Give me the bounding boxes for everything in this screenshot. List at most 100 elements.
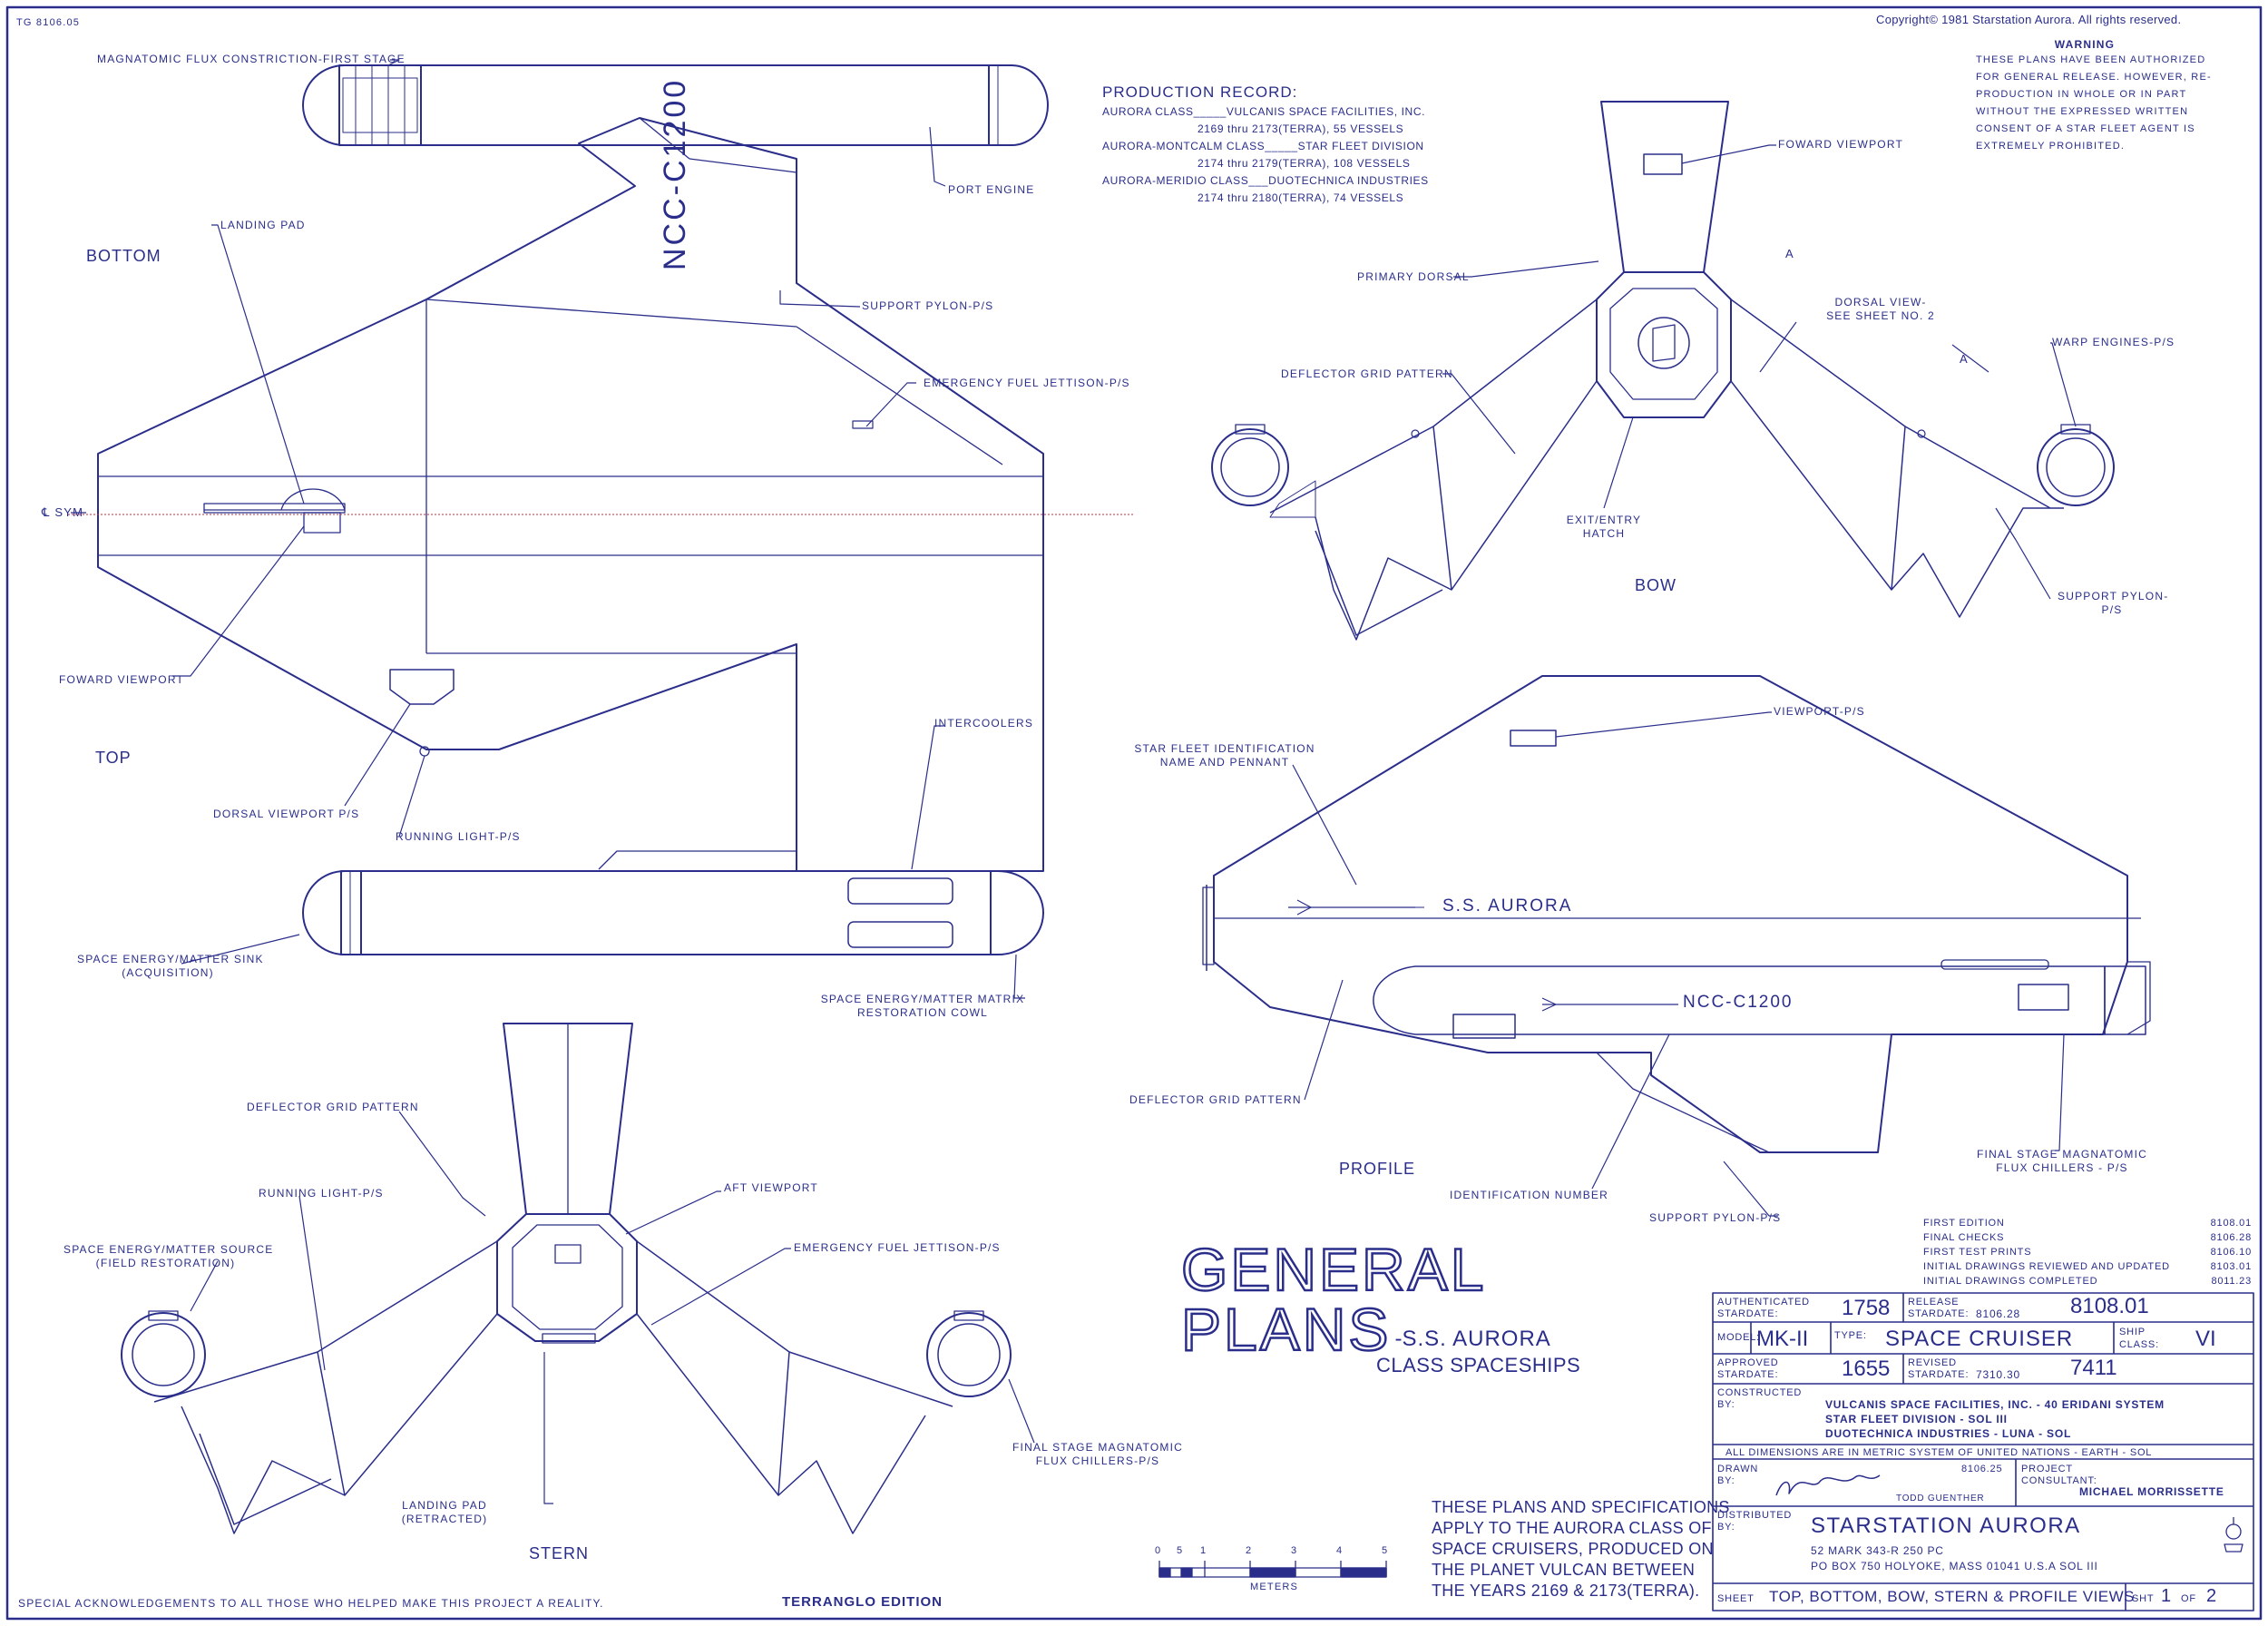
tb-consultant-label: CONSULTANT: — [2021, 1475, 2097, 1486]
label-foward-viewport: FOWARD VIEWPORT — [59, 673, 184, 686]
scale-tick: 5 — [1177, 1545, 1184, 1556]
revision-label: FIRST TEST PRINTS — [1923, 1247, 2032, 1258]
warning-line: CONSENT OF A STAR FLEET AGENT IS — [1976, 123, 2195, 134]
label-exit-hatch-line1: EXIT/ENTRY — [1566, 514, 1642, 526]
label-centerline-sym: ℄ SYM — [42, 505, 84, 519]
tb-type-label: TYPE: — [1834, 1330, 1867, 1341]
label-stern-landing-pad-line2: (RETRACTED) — [401, 1513, 488, 1525]
warning-line: PRODUCTION IN WHOLE OR IN PART — [1976, 89, 2187, 100]
warning-line: FOR GENERAL RELEASE. HOWEVER, RE- — [1976, 72, 2212, 83]
tb-distributed-by-label: BY: — [1717, 1522, 1735, 1533]
port-engine-nacelle — [302, 64, 1049, 146]
tb-release-label: RELEASE — [1908, 1297, 1960, 1308]
tb-sheet-value: TOP, BOTTOM, BOW, STERN & PROFILE VIEWS — [1769, 1588, 2136, 1605]
revision-value: 8106.28 — [2210, 1232, 2252, 1243]
warning-block: WARNING THESE PLANS HAVE BEEN AUTHORIZED… — [1976, 38, 2212, 155]
scale-tick: 5 — [1382, 1545, 1389, 1556]
tb-drawn-stardate: 8106.25 — [1961, 1464, 2003, 1474]
starstation-emblem-icon — [2224, 1517, 2244, 1553]
tb-address1: 52 MARK 343-R 250 PC — [1811, 1544, 1944, 1557]
tb-release-stardate-label: STARDATE: — [1908, 1308, 1970, 1319]
label-flux-first-stage: MAGNATOMIC FLUX CONSTRICTION-FIRST STAGE — [97, 53, 406, 65]
label-bow-support-pylon: SUPPORT PYLON- P/S — [2058, 590, 2169, 617]
label-viewport-ps: VIEWPORT-P/S — [1774, 705, 1865, 718]
scale-tick: 2 — [1246, 1545, 1253, 1556]
scale-tick: 0 — [1155, 1545, 1162, 1556]
label-energy-sink: SPACE ENERGY/MATTER SINK (ACQUISITION) — [77, 953, 263, 980]
tb-address2: PO BOX 750 HOLYOKE, MASS 01041 U.S.A SOL… — [1811, 1560, 2098, 1572]
drawn-by-signature — [1775, 1474, 1881, 1496]
general-plans-suffix: S.S. AURORA — [1402, 1327, 1551, 1351]
warning-line: EXTREMELY PROHIBITED. — [1976, 141, 2126, 152]
specs-note-line: THE YEARS 2169 & 2173(TERRA). — [1432, 1582, 1700, 1600]
label-emergency-fuel: EMERGENCY FUEL JETTISON-P/S — [924, 377, 1130, 389]
scale-tick: 3 — [1291, 1545, 1298, 1556]
edition: TERRANGLO EDITION — [782, 1594, 943, 1610]
stern-view — [121, 1023, 1012, 1534]
tb-revised-value: 7411 — [2070, 1356, 2117, 1380]
hull-name-profile: S.S. AURORA — [1442, 896, 1573, 916]
label-energy-source-line1: SPACE ENERGY/MATTER SOURCE — [64, 1243, 274, 1256]
label-profile-flux-line1: FINAL STAGE MAGNATOMIC — [1977, 1148, 2147, 1161]
label-energy-source: SPACE ENERGY/MATTER SOURCE (FIELD RESTOR… — [64, 1243, 274, 1270]
tb-model-label: MODEL: — [1717, 1332, 1760, 1343]
label-bow-support-pylon-line1: SUPPORT PYLON- — [2058, 590, 2169, 602]
bow-view — [1211, 101, 2115, 641]
primary-hull-top — [68, 117, 1134, 872]
scale-unit: METERS — [1250, 1582, 1299, 1592]
tb-constructor: STAR FLEET DIVISION - SOL III — [1825, 1413, 2008, 1425]
label-exit-hatch: EXIT/ENTRY HATCH — [1559, 514, 1649, 541]
sheet-border — [5, 5, 2263, 1621]
production-line: 2174 thru 2180(TERRA), 74 VESSELS — [1198, 191, 1404, 204]
tb-drawn-label: DRAWN — [1717, 1464, 1759, 1474]
specs-note: THESE PLANS AND SPECIFICATIONS APPLY TO … — [1432, 1497, 1730, 1602]
label-section-a-right: A — [1960, 352, 1969, 366]
tb-release-stardate: 8106.28 — [1976, 1308, 2020, 1320]
tb-distributor: STARSTATION AURORA — [1811, 1513, 2081, 1538]
tb-revised-stardate-label: STARDATE: — [1908, 1369, 1970, 1380]
label-energy-source-line2: (FIELD RESTORATION) — [95, 1257, 236, 1269]
revision-label: INITIAL DRAWINGS REVIEWED AND UPDATED — [1923, 1261, 2170, 1272]
production-line: AURORA-MONTCALM CLASS_____STAR FLEET DIV… — [1102, 140, 1424, 152]
specs-note-line: THESE PLANS AND SPECIFICATIONS — [1432, 1498, 1730, 1516]
tb-ship-label: SHIP — [2119, 1327, 2146, 1337]
revision-value: 8011.23 — [2211, 1276, 2252, 1287]
revision-value: 8103.01 — [2210, 1261, 2252, 1272]
tb-stardate-label: STARDATE: — [1717, 1308, 1779, 1319]
tb-model-value: MK-II — [1756, 1327, 1809, 1351]
label-warp-engines: WARP ENGINES-P/S — [2052, 336, 2175, 348]
view-title-profile: PROFILE — [1339, 1160, 1416, 1178]
label-stern-landing-pad: LANDING PAD (RETRACTED) — [381, 1499, 508, 1526]
label-section-a-left: A — [1785, 247, 1794, 260]
general-plans-line2-row: PLANS - S.S. AURORA — [1180, 1296, 1580, 1363]
label-star-fleet-id-line1: STAR FLEET IDENTIFICATION — [1134, 742, 1315, 755]
production-line: 2169 thru 2173(TERRA), 55 VESSELS — [1198, 122, 1404, 135]
label-profile-flux: FINAL STAGE MAGNATOMIC FLUX CHILLERS - P… — [1967, 1148, 2157, 1175]
general-plans-dash: - — [1394, 1327, 1403, 1351]
view-title-bottom: BOTTOM — [86, 247, 161, 265]
specs-note-line: SPACE CRUISERS, PRODUCED ON — [1432, 1540, 1714, 1558]
tb-revised-label: REVISED — [1908, 1357, 1957, 1368]
general-plans-line2: PLANS — [1180, 1296, 1392, 1363]
tb-approved-value: 1655 — [1842, 1357, 1891, 1381]
label-bow-deflector: DEFLECTOR GRID PATTERN — [1281, 367, 1453, 380]
specs-note-line: APPLY TO THE AURORA CLASS OF — [1432, 1519, 1712, 1537]
label-star-fleet-id-line2: NAME AND PENNANT — [1159, 756, 1290, 769]
general-plans-suffix2: CLASS SPACESHIPS — [1376, 1354, 1581, 1376]
label-energy-matrix: SPACE ENERGY/MATTER MATRIX RESTORATION C… — [818, 993, 1027, 1020]
production-line: AURORA CLASS_____VULCANIS SPACE FACILITI… — [1102, 105, 1426, 118]
label-stern-landing-pad-line1: LANDING PAD — [402, 1499, 487, 1512]
revision-value: 8108.01 — [2210, 1218, 2252, 1229]
label-exit-hatch-line2: HATCH — [1582, 527, 1626, 540]
label-bow-foward-viewport: FOWARD VIEWPORT — [1778, 138, 1903, 151]
profile-view — [1202, 675, 2151, 1153]
tb-distributed-label: DISTRIBUTED — [1717, 1510, 1793, 1521]
tb-of-value: 2 — [2206, 1586, 2217, 1606]
tb-drawn-by-label: BY: — [1717, 1475, 1735, 1486]
scale-tick: 4 — [1336, 1545, 1344, 1556]
label-intercoolers: INTERCOOLERS — [934, 717, 1034, 730]
warning-line: THESE PLANS HAVE BEEN AUTHORIZED — [1976, 54, 2206, 65]
production-line: 2174 thru 2179(TERRA), 108 VESSELS — [1198, 157, 1411, 170]
